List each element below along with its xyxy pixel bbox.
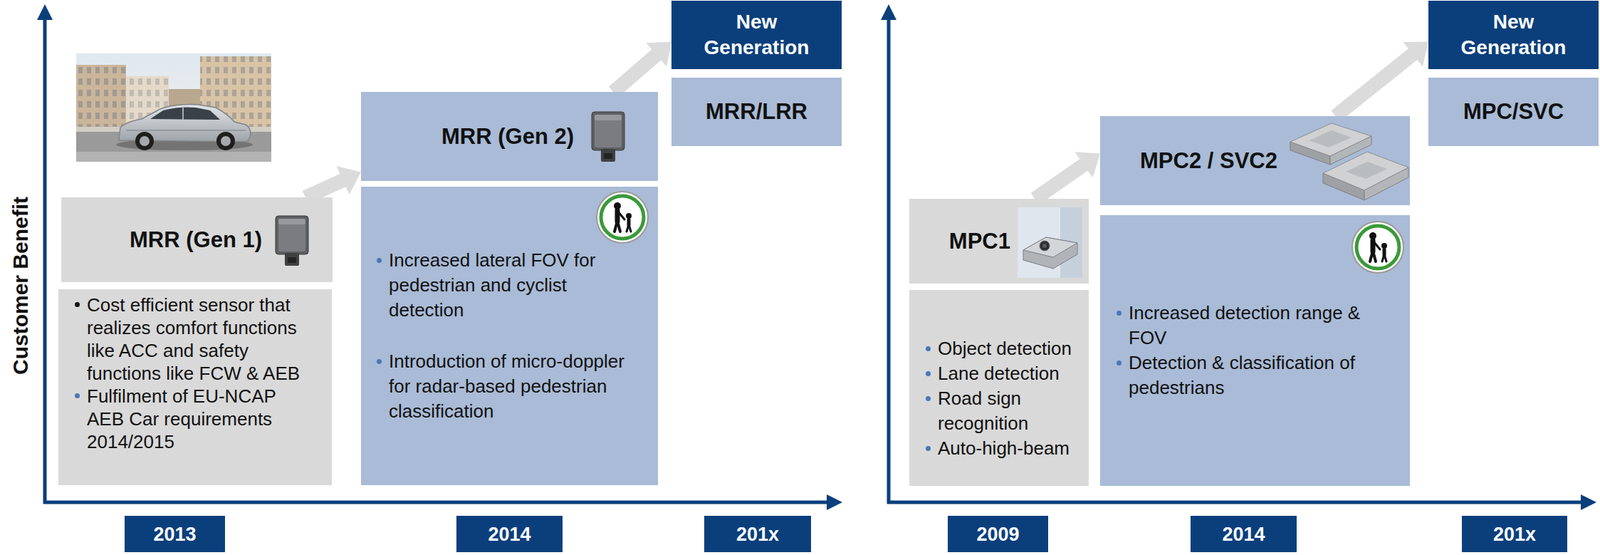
sensor-title-box: MPC1 xyxy=(909,198,1089,284)
year-box: 2014 xyxy=(456,515,563,552)
product-box: MPC/SVC xyxy=(1428,77,1599,146)
block-arrow xyxy=(1330,42,1429,122)
bullet-text: Introduction of micro-doppler for radar-… xyxy=(388,348,639,424)
bullet-dot xyxy=(925,395,931,401)
bullet-dot xyxy=(925,346,931,352)
bullet-dot xyxy=(1116,360,1122,366)
axes xyxy=(37,4,1597,510)
generation-box: New Generation xyxy=(671,0,842,70)
box-title: MPC1 xyxy=(949,228,1011,255)
bullet-item: Road sign recognition xyxy=(937,385,1084,436)
year-label: 201x xyxy=(1493,522,1536,546)
bullet-text: Road sign recognition xyxy=(937,385,1084,436)
axis-title-holder: Customer Benefit xyxy=(8,196,33,375)
block-arrow xyxy=(608,42,672,98)
bullet-item: Cost efficient sensor that realizes comf… xyxy=(86,293,315,385)
bullet-text: Cost efficient sensor that realizes comf… xyxy=(86,293,315,385)
radar-icon xyxy=(588,110,628,164)
year-box: 2014 xyxy=(1190,515,1297,552)
box-title: New Generation xyxy=(696,9,818,61)
ecu-icon xyxy=(1287,120,1410,203)
box-title: MPC2 / SVC2 xyxy=(1140,148,1278,174)
bullet-dot xyxy=(376,358,382,364)
bullet-text: Object detection xyxy=(937,336,1084,362)
bullet-list: Cost efficient sensor that realizes comf… xyxy=(86,293,315,453)
bullet-item: Fulfilment of EU-NCAP AEB Car requiremen… xyxy=(86,384,315,453)
bullet-item: Auto-high-beam xyxy=(937,435,1084,461)
sensor-title-box: MRR (Gen 1) xyxy=(61,197,333,282)
bullet-item: Increased lateral FOV for pedestrian and… xyxy=(388,247,639,323)
axis-title: Customer Benefit xyxy=(8,196,33,375)
bullet-dot xyxy=(925,370,931,376)
block-arrow xyxy=(1031,151,1101,205)
sensor-title-box: MPC2 / SVC2 xyxy=(1100,116,1410,206)
box-title: MPC/SVC xyxy=(1463,98,1564,125)
bullet-text: Auto-high-beam xyxy=(937,435,1084,461)
sensor-title-box: MRR (Gen 2) xyxy=(361,91,658,181)
bullet-item: Lane detection xyxy=(937,361,1084,386)
bullet-text: Increased detection range & FOV xyxy=(1128,300,1378,351)
year-label: 201x xyxy=(736,522,779,546)
car-photo xyxy=(76,53,272,162)
box-title: New Generation xyxy=(1453,9,1575,61)
bullet-text: Lane detection xyxy=(937,361,1084,386)
year-box: 2013 xyxy=(124,515,226,552)
bullet-dot xyxy=(376,257,382,263)
feature-box: Increased detection range & FOVDetection… xyxy=(1100,215,1410,486)
year-label: 2014 xyxy=(1221,522,1265,546)
year-label: 2013 xyxy=(153,522,196,546)
generation-box: New Generation xyxy=(1428,0,1599,70)
pedestrian-icon xyxy=(593,188,651,246)
bullet-item: Detection & classification of pedestrian… xyxy=(1128,350,1378,401)
camera-icon xyxy=(1017,207,1083,278)
bullet-dot xyxy=(74,301,80,307)
bullet-text: Increased lateral FOV for pedestrian and… xyxy=(388,247,639,323)
box-title: MRR (Gen 2) xyxy=(441,123,574,150)
bullet-list: Object detectionLane detectionRoad sign … xyxy=(937,336,1084,461)
feature-box: Increased lateral FOV for pedestrian and… xyxy=(361,186,658,485)
bullet-item: Object detection xyxy=(937,336,1084,362)
radar-icon xyxy=(272,214,312,268)
bullet-item: Introduction of micro-doppler for radar-… xyxy=(388,348,639,424)
bullet-list: Increased lateral FOV for pedestrian and… xyxy=(388,247,639,424)
feature-box: Cost efficient sensor that realizes comf… xyxy=(58,289,332,485)
year-label: 2009 xyxy=(976,522,1019,546)
year-box: 201x xyxy=(704,515,812,552)
pedestrian-icon xyxy=(1349,218,1407,276)
year-box: 201x xyxy=(1461,515,1568,552)
bullet-dot xyxy=(1116,310,1122,316)
bullet-dot xyxy=(74,393,80,399)
bullet-text: Detection & classification of pedestrian… xyxy=(1128,350,1378,401)
year-box: 2009 xyxy=(947,515,1049,552)
box-title: MRR (Gen 1) xyxy=(129,227,263,253)
bullet-dot xyxy=(925,445,931,451)
box-title: MRR/LRR xyxy=(705,98,808,125)
product-box: MRR/LRR xyxy=(671,77,842,146)
bullet-text: Fulfilment of EU-NCAP AEB Car requiremen… xyxy=(86,384,315,453)
feature-box: Object detectionLane detectionRoad sign … xyxy=(909,289,1089,486)
year-label: 2014 xyxy=(487,522,531,546)
bullet-item: Increased detection range & FOV xyxy=(1128,300,1378,351)
bullet-list: Increased detection range & FOVDetection… xyxy=(1128,300,1378,401)
